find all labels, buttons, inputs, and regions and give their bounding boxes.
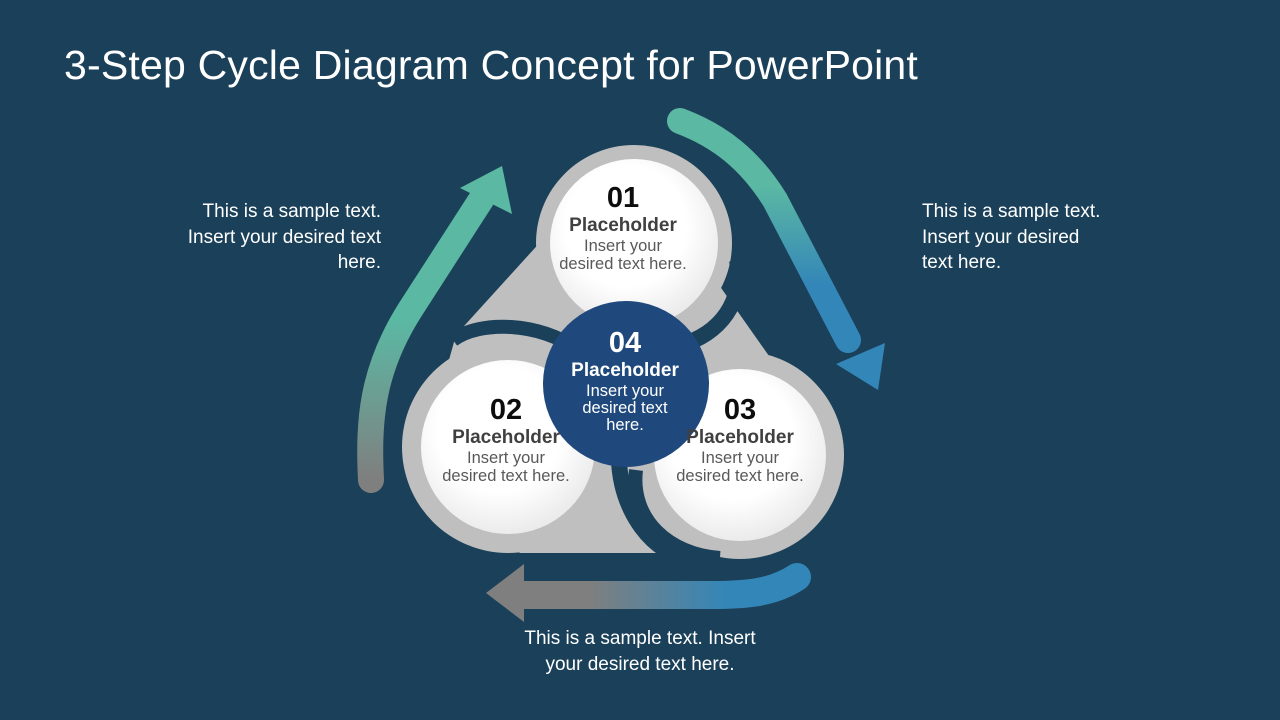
callout-line: Insert your desired: [922, 226, 1080, 248]
step-heading: Placeholder: [686, 427, 794, 448]
callout-line: your desired text here.: [545, 653, 735, 675]
step-03: 03 Placeholder Insert your desired text …: [660, 394, 820, 485]
step-heading: Placeholder: [571, 360, 679, 381]
callout-line: text here.: [922, 252, 1002, 273]
circle-04-center: [543, 301, 709, 467]
step-number: 03: [723, 394, 757, 426]
step-04: 04 Placeholder Insert your desired text …: [560, 327, 690, 434]
step-desc-line: Insert your: [467, 449, 545, 467]
step-number: 01: [606, 182, 640, 214]
callout-bottom: This is a sample text. Insert your desir…: [480, 626, 800, 677]
step-number: 04: [608, 327, 642, 359]
callout-right: This is a sample text. Insert your desir…: [922, 199, 1132, 276]
callout-left: This is a sample text. Insert your desir…: [140, 199, 381, 276]
callout-line: This is a sample text.: [202, 201, 381, 222]
step-desc-line: Insert your: [701, 449, 779, 467]
step-desc-line: desired text here.: [442, 466, 570, 485]
step-heading: Placeholder: [452, 427, 560, 448]
slide-title: 3-Step Cycle Diagram Concept for PowerPo…: [64, 42, 919, 88]
callout-line: here.: [337, 252, 381, 273]
step-desc-line: here.: [606, 416, 644, 434]
step-desc-line: Insert your: [584, 237, 662, 255]
step-desc-line: desired text: [582, 399, 668, 417]
callout-line: This is a sample text.: [922, 201, 1101, 222]
step-desc-line: desired text here.: [676, 466, 804, 485]
callout-line: This is a sample text. Insert: [524, 628, 756, 649]
arrow-left-up: [357, 166, 512, 493]
step-desc-line: Insert your: [586, 382, 664, 400]
step-number: 02: [489, 394, 523, 426]
arrow-bottom-left: [486, 563, 811, 622]
arrow-right-down: [667, 108, 885, 390]
step-01: 01 Placeholder Insert your desired text …: [543, 182, 703, 273]
step-desc-line: desired text here.: [559, 254, 687, 273]
callout-line: Insert your desired text: [187, 226, 381, 248]
step-heading: Placeholder: [569, 215, 677, 236]
step-02: 02 Placeholder Insert your desired text …: [426, 394, 586, 485]
